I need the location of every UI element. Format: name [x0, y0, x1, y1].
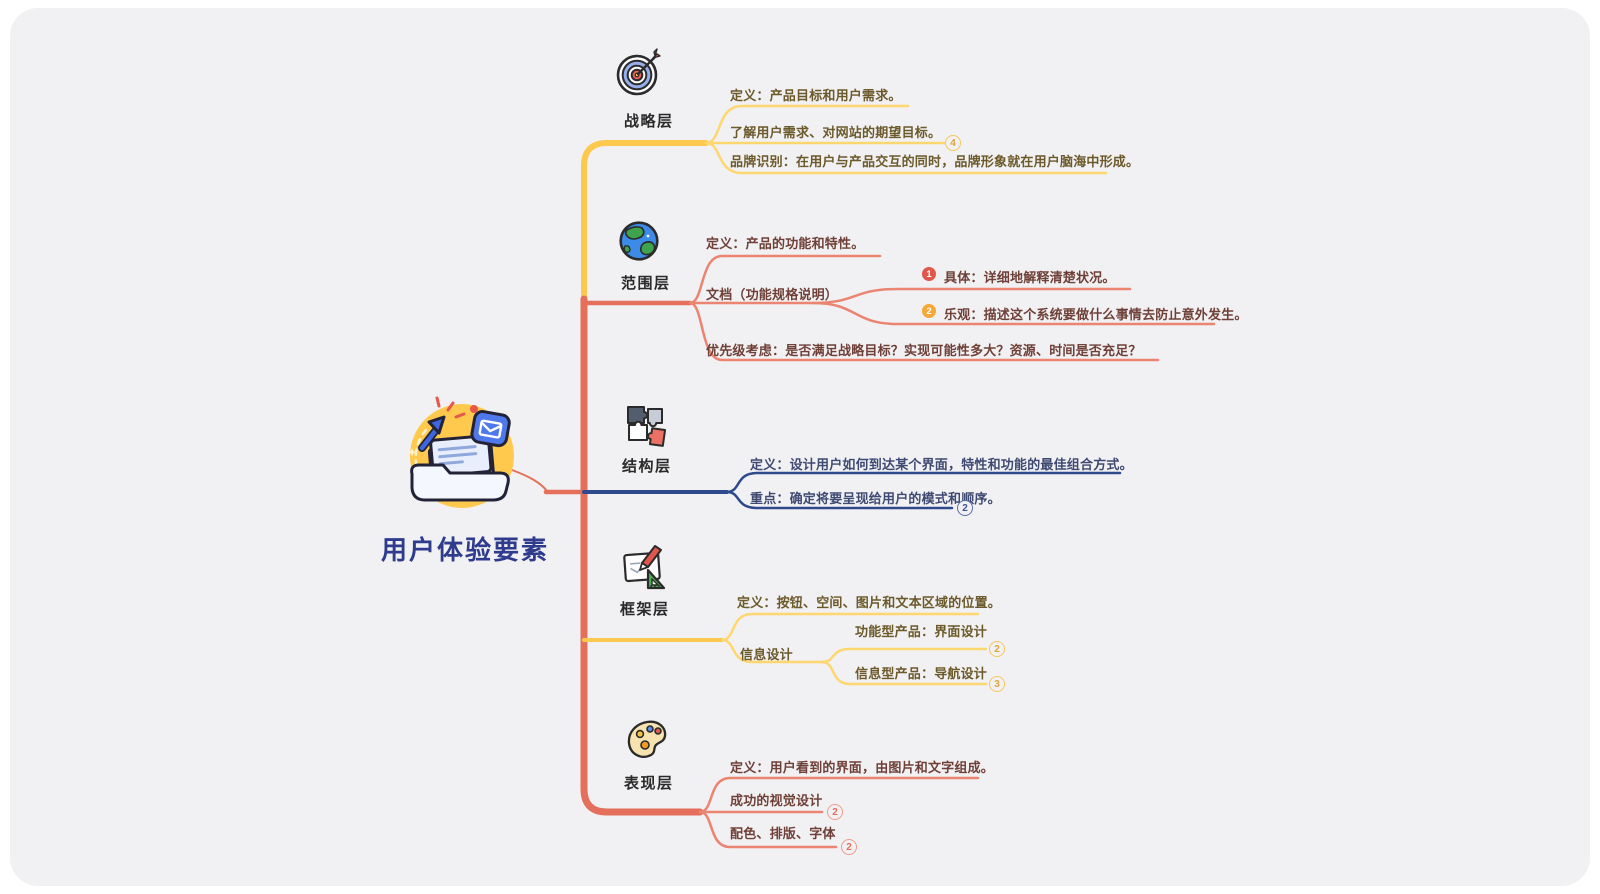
topic-count-badge[interactable]: 3	[989, 676, 1005, 692]
palette-icon	[627, 720, 667, 758]
puzzle-icon	[627, 406, 667, 447]
topic[interactable]: 定义：产品目标和用户需求。	[730, 88, 902, 103]
globe-icon	[619, 221, 659, 261]
topic[interactable]: 定义：设计用户如何到达某个界面，特性和功能的最佳组合方式。	[750, 457, 1133, 472]
topic[interactable]: 品牌识别：在用户与产品交互的同时，品牌形象就在用户脑海中形成。	[730, 154, 1140, 169]
topic[interactable]: 定义：用户看到的界面，由图片和文字组成。	[730, 760, 995, 775]
topic[interactable]: 重点：确定将要呈现给用户的模式和顺序。	[750, 491, 1001, 506]
branch-framework[interactable]: 框架层	[620, 601, 670, 618]
root-topic[interactable]: 用户体验要素	[380, 535, 549, 565]
topic[interactable]: 优先级考虑：是否满足战略目标？实现可能性多大？资源、时间是否充足？	[706, 343, 1142, 358]
ux-elements-illustration[interactable]	[398, 396, 528, 520]
sketch-pencil-ruler-icon	[623, 545, 666, 590]
topic[interactable]: 了解用户需求、对网站的期望目标。	[730, 125, 942, 140]
topic[interactable]: 乐观：描述这个系统要做什么事情去防止意外发生。	[944, 307, 1248, 322]
topic-count-badge[interactable]: 2	[989, 641, 1005, 657]
branch-strategy[interactable]: 战略层	[624, 113, 674, 130]
priority-1-marker[interactable]: 1	[922, 267, 936, 281]
topic[interactable]: 具体：详细地解释清楚状况。	[944, 270, 1116, 285]
topic[interactable]: 功能型产品：界面设计	[855, 624, 988, 639]
topic-count-badge[interactable]: 2	[841, 839, 857, 855]
topic[interactable]: 定义：按钮、空间、图片和文本区域的位置。	[737, 595, 1002, 610]
topic-count-badge[interactable]: 2	[827, 804, 843, 820]
topic[interactable]: 信息型产品：导航设计	[855, 666, 988, 681]
target-dart-icon	[616, 48, 661, 96]
topic[interactable]: 定义：产品的功能和特性。	[706, 236, 865, 251]
topic-count-badge[interactable]: 2	[957, 500, 973, 516]
topic[interactable]: 信息设计	[740, 647, 793, 662]
branch-scope[interactable]: 范围层	[621, 275, 671, 292]
topic-count-badge[interactable]: 4	[945, 135, 961, 151]
priority-2-marker[interactable]: 2	[922, 304, 936, 318]
topic[interactable]: 配色、排版、字体	[730, 826, 836, 841]
branch-structure[interactable]: 结构层	[622, 458, 672, 475]
branch-presentation[interactable]: 表现层	[624, 775, 674, 792]
topic[interactable]: 成功的视觉设计	[730, 793, 823, 808]
topic[interactable]: 文档（功能规格说明）	[706, 287, 839, 302]
